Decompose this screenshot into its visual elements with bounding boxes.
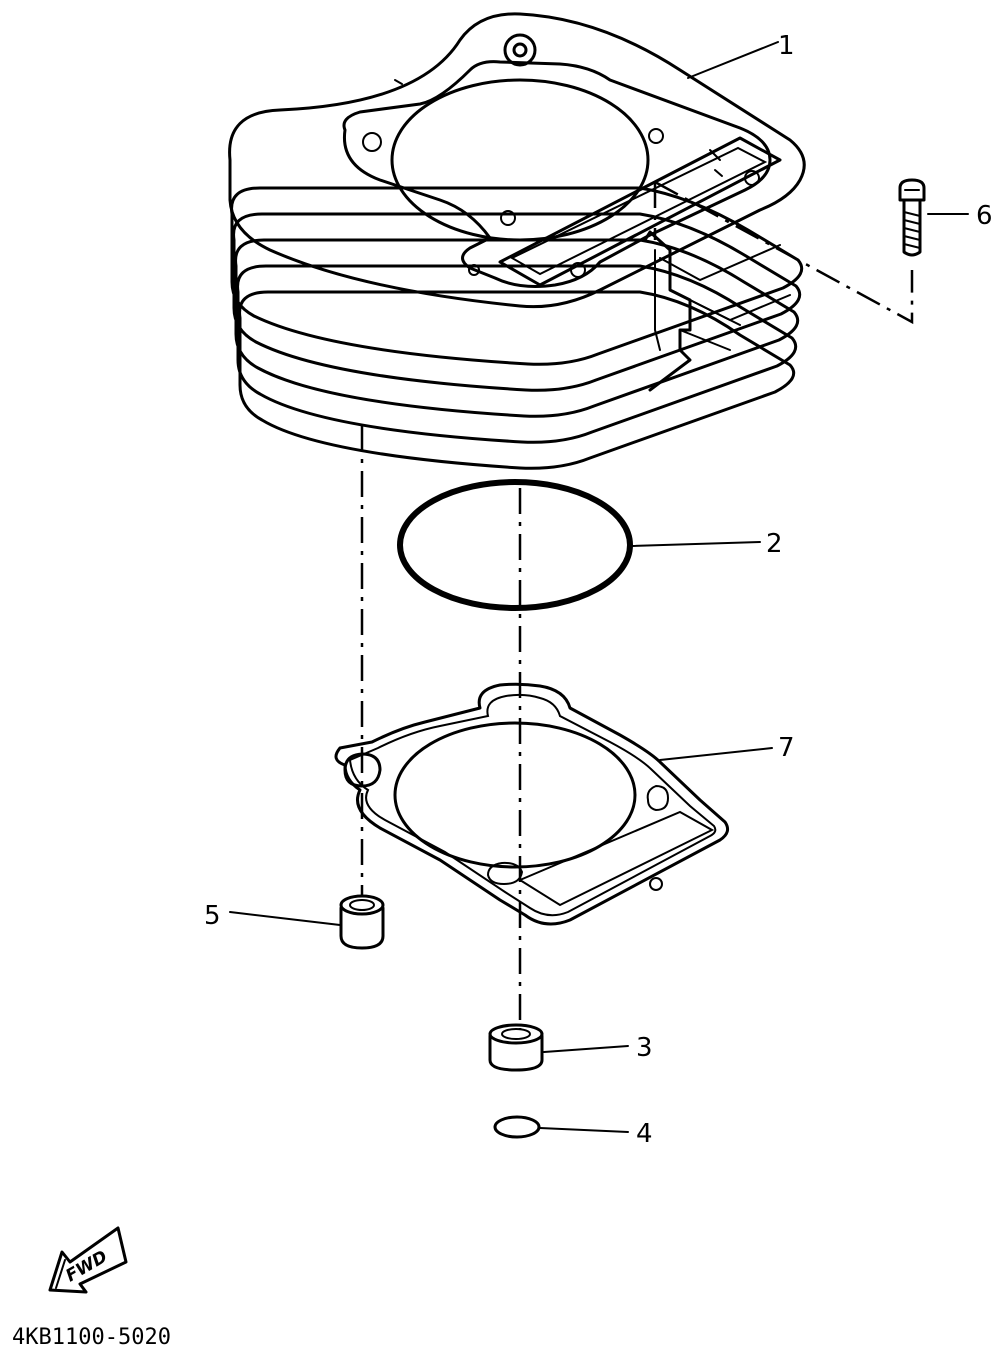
dowel-part-3[interactable]: [488, 1023, 544, 1072]
leader-line-2: [631, 541, 761, 547]
gasket-part-7[interactable]: [334, 682, 730, 926]
leader-line-5: [229, 911, 341, 926]
callout-6: 6: [976, 201, 993, 231]
callout-5: 5: [204, 901, 221, 931]
leader-line-1: [687, 41, 779, 79]
leader-line-4: [539, 1127, 629, 1133]
o-ring-part-2[interactable]: [397, 479, 633, 611]
fwd-arrow-icon: FWD: [48, 1226, 128, 1294]
callout-2: 2: [766, 529, 783, 559]
callout-4: 4: [636, 1119, 653, 1149]
callout-1: 1: [778, 31, 795, 61]
cylinder-part-1[interactable]: [228, 12, 806, 470]
bolt-axis-line: [654, 180, 914, 325]
leader-line-3: [543, 1045, 629, 1053]
callout-7: 7: [778, 733, 795, 763]
small-o-ring-part-4[interactable]: [493, 1115, 541, 1139]
leader-line-7: [659, 747, 773, 761]
callout-3: 3: [636, 1033, 653, 1063]
dowel-part-5[interactable]: [339, 894, 385, 950]
bolt-part-6[interactable]: [898, 178, 926, 257]
drawing-code: 4KB1100-5020: [12, 1325, 171, 1350]
